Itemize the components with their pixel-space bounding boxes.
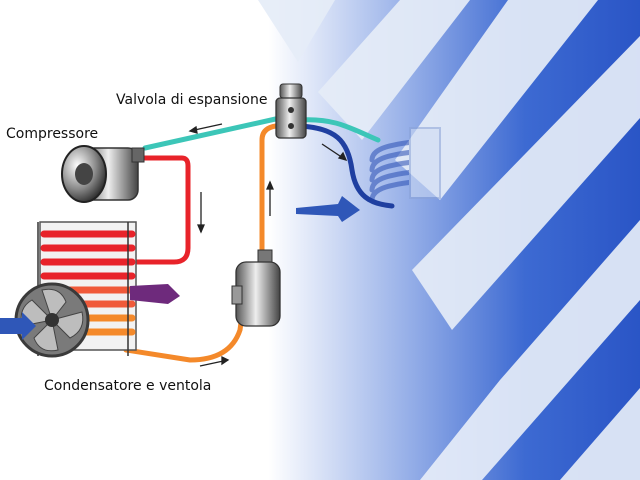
- arrow-orange-head: [221, 355, 230, 366]
- receiver-drier-icon: [231, 249, 281, 327]
- arrow-blue-head: [337, 151, 348, 162]
- decorative-stripes: [258, 0, 640, 480]
- line-to-evaporator: [297, 117, 381, 143]
- line-from-evaporator: [297, 123, 395, 209]
- line-low-pressure-gas: [142, 115, 283, 151]
- fan-icon: [14, 282, 90, 358]
- stripe-3: [412, 36, 640, 330]
- hot-air-arrow: [130, 284, 180, 304]
- evaporator-coil-icon: [369, 127, 441, 203]
- stripe-1: [318, 0, 470, 140]
- stripe-2: [395, 0, 598, 200]
- evaporator-air-arrow: [296, 196, 360, 222]
- label-expansion-valve: Valvola di espansione: [116, 92, 268, 108]
- expansion-valve-icon: [275, 83, 307, 139]
- flow-arrows: [188, 123, 348, 367]
- label-compressor: Compressore: [6, 126, 99, 142]
- stripe-top-chevron: [258, 0, 335, 62]
- label-condenser-fan: Condensatore e ventola: [44, 378, 212, 394]
- arrow-teal-head: [188, 125, 198, 134]
- line-hot-liquid-1: [123, 297, 247, 363]
- line-hot-gas: [127, 155, 191, 265]
- refrigerant-lines: [123, 115, 395, 363]
- compressor-icon: [61, 145, 145, 203]
- line-hot-liquid-2: [259, 123, 279, 265]
- arrow-red-head: [197, 224, 205, 234]
- air-inlet-arrow: [0, 312, 36, 340]
- stripe-5: [560, 388, 640, 480]
- arrow-orange-up-head: [266, 180, 274, 190]
- stripe-4: [420, 220, 640, 480]
